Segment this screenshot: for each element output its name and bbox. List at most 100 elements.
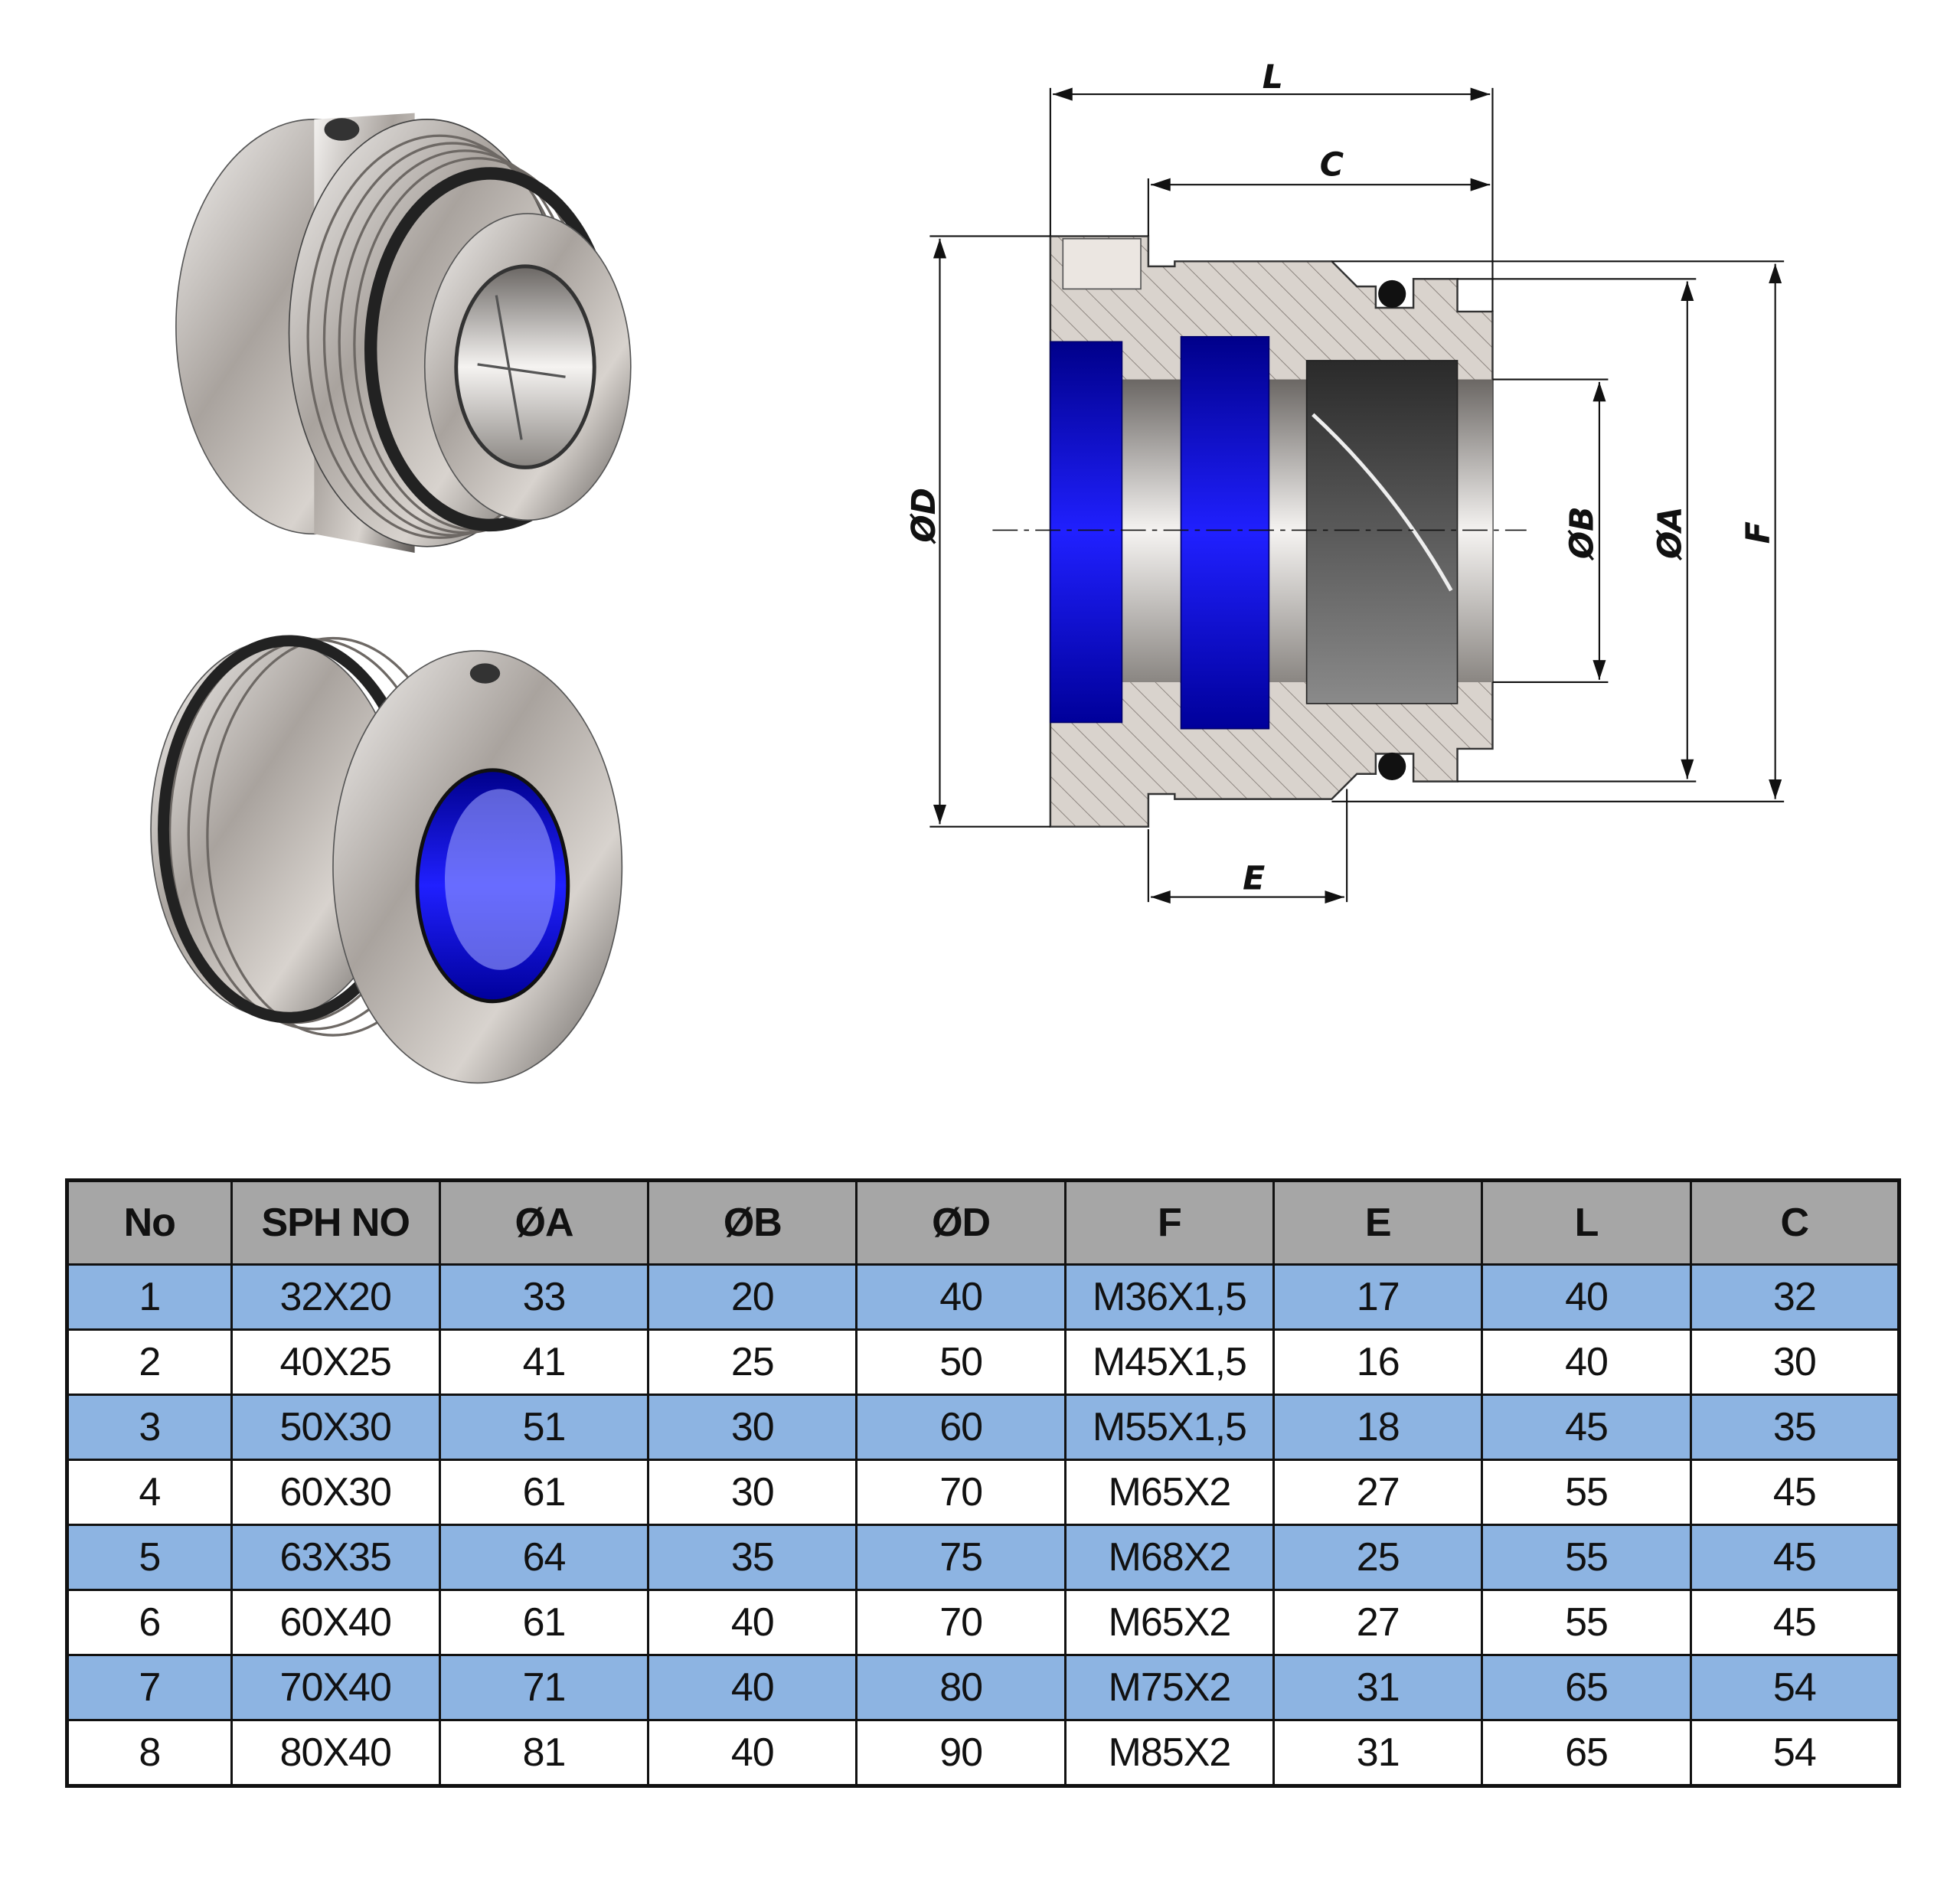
table-cell: 31 — [1272, 1719, 1484, 1787]
table-cell: 40 — [855, 1263, 1067, 1331]
table-cell: 45 — [1689, 1459, 1901, 1526]
table-cell: 31 — [1272, 1654, 1484, 1721]
table-cell: 45 — [1689, 1524, 1901, 1591]
table-cell: 33 — [438, 1263, 650, 1331]
table-cell: M85X2 — [1063, 1719, 1276, 1787]
table-cell: 55 — [1481, 1524, 1692, 1591]
table-cell: 3 — [66, 1394, 233, 1461]
table-cell: 45 — [1481, 1394, 1692, 1461]
table-cell: 75 — [855, 1524, 1067, 1591]
table-cell: M65X2 — [1063, 1459, 1276, 1526]
table-cell: 40 — [647, 1654, 858, 1721]
column-header: E — [1272, 1179, 1484, 1266]
port-hole-icon — [324, 118, 360, 141]
table-cell: 25 — [1272, 1524, 1484, 1591]
table-cell: 32 — [1689, 1263, 1901, 1331]
column-header: F — [1063, 1179, 1276, 1266]
column-header: ØB — [647, 1179, 858, 1266]
table-cell: 17 — [1272, 1263, 1484, 1331]
table-cell: 32X20 — [230, 1263, 441, 1331]
table-cell: 61 — [438, 1459, 650, 1526]
table-cell: 4 — [66, 1459, 233, 1526]
table-cell: 35 — [1689, 1394, 1901, 1461]
rod-seal — [1180, 335, 1270, 730]
column-header: L — [1481, 1179, 1692, 1266]
dim-label-f: F — [1739, 521, 1777, 544]
table-cell: 71 — [438, 1654, 650, 1721]
table-cell: 80 — [855, 1654, 1067, 1721]
column-header: ØA — [438, 1179, 650, 1266]
table-cell: 80X40 — [230, 1719, 441, 1787]
render-front-view — [150, 635, 623, 1084]
table-cell: 40 — [1481, 1263, 1692, 1331]
table-cell: 35 — [647, 1524, 858, 1591]
o-ring — [1378, 279, 1406, 309]
table-cell: 65 — [1481, 1654, 1692, 1721]
column-header: ØD — [855, 1179, 1067, 1266]
table-cell: 65 — [1481, 1719, 1692, 1787]
table-cell: 16 — [1272, 1328, 1484, 1396]
table-cell: 27 — [1272, 1589, 1484, 1656]
table-cell: 6 — [66, 1589, 233, 1656]
table-cell: 1 — [66, 1263, 233, 1331]
table-cell: 30 — [1689, 1328, 1901, 1396]
table-cell: M45X1,5 — [1063, 1328, 1276, 1396]
table-cell: 41 — [438, 1328, 650, 1396]
table-cell: 5 — [66, 1524, 233, 1591]
table-cell: 51 — [438, 1394, 650, 1461]
cross-section-drawing — [992, 235, 1527, 828]
table-cell: 27 — [1272, 1459, 1484, 1526]
table-cell: 40X25 — [230, 1328, 441, 1396]
table-cell: 70 — [855, 1459, 1067, 1526]
table-cell: 60X40 — [230, 1589, 441, 1656]
table-cell: 70X40 — [230, 1654, 441, 1721]
table-cell: 55 — [1481, 1589, 1692, 1656]
dim-label-b: ØB — [1563, 506, 1602, 560]
table-cell: 61 — [438, 1589, 650, 1656]
column-header: C — [1689, 1179, 1901, 1266]
table-cell: 60X30 — [230, 1459, 441, 1526]
table-cell: 54 — [1689, 1719, 1901, 1787]
dim-label-l: L — [1263, 58, 1283, 96]
render-rear-view — [175, 113, 632, 553]
dim-label-d: ØD — [905, 488, 943, 544]
table-cell: M55X1,5 — [1063, 1394, 1276, 1461]
column-header: No — [66, 1179, 233, 1266]
table-cell: 50 — [855, 1328, 1067, 1396]
table-cell: 45 — [1689, 1589, 1901, 1656]
column-header: SPH NO — [230, 1179, 441, 1266]
table-cell: 7 — [66, 1654, 233, 1721]
table-cell: 25 — [647, 1328, 858, 1396]
table-cell: 63X35 — [230, 1524, 441, 1591]
table-cell: 18 — [1272, 1394, 1484, 1461]
table-cell: M36X1,5 — [1063, 1263, 1276, 1331]
table-cell: 54 — [1689, 1654, 1901, 1721]
table-cell: 30 — [647, 1394, 858, 1461]
table-cell: M68X2 — [1063, 1524, 1276, 1591]
table-cell: 70 — [855, 1589, 1067, 1656]
table-cell: 20 — [647, 1263, 858, 1331]
table-cell: 64 — [438, 1524, 650, 1591]
table-cell: 55 — [1481, 1459, 1692, 1526]
table-cell: 40 — [647, 1589, 858, 1656]
table-cell: 90 — [855, 1719, 1067, 1787]
dim-label-a: ØA — [1651, 506, 1690, 560]
table-cell: 81 — [438, 1719, 650, 1787]
table-cell: 30 — [647, 1459, 858, 1526]
dimension-lines — [929, 87, 1785, 904]
table-cell: 50X30 — [230, 1394, 441, 1461]
table-cell: M75X2 — [1063, 1654, 1276, 1721]
table-cell: 40 — [1481, 1328, 1692, 1396]
table-cell: 8 — [66, 1719, 233, 1787]
table-cell: 2 — [66, 1328, 233, 1396]
dim-label-c: C — [1320, 146, 1344, 185]
